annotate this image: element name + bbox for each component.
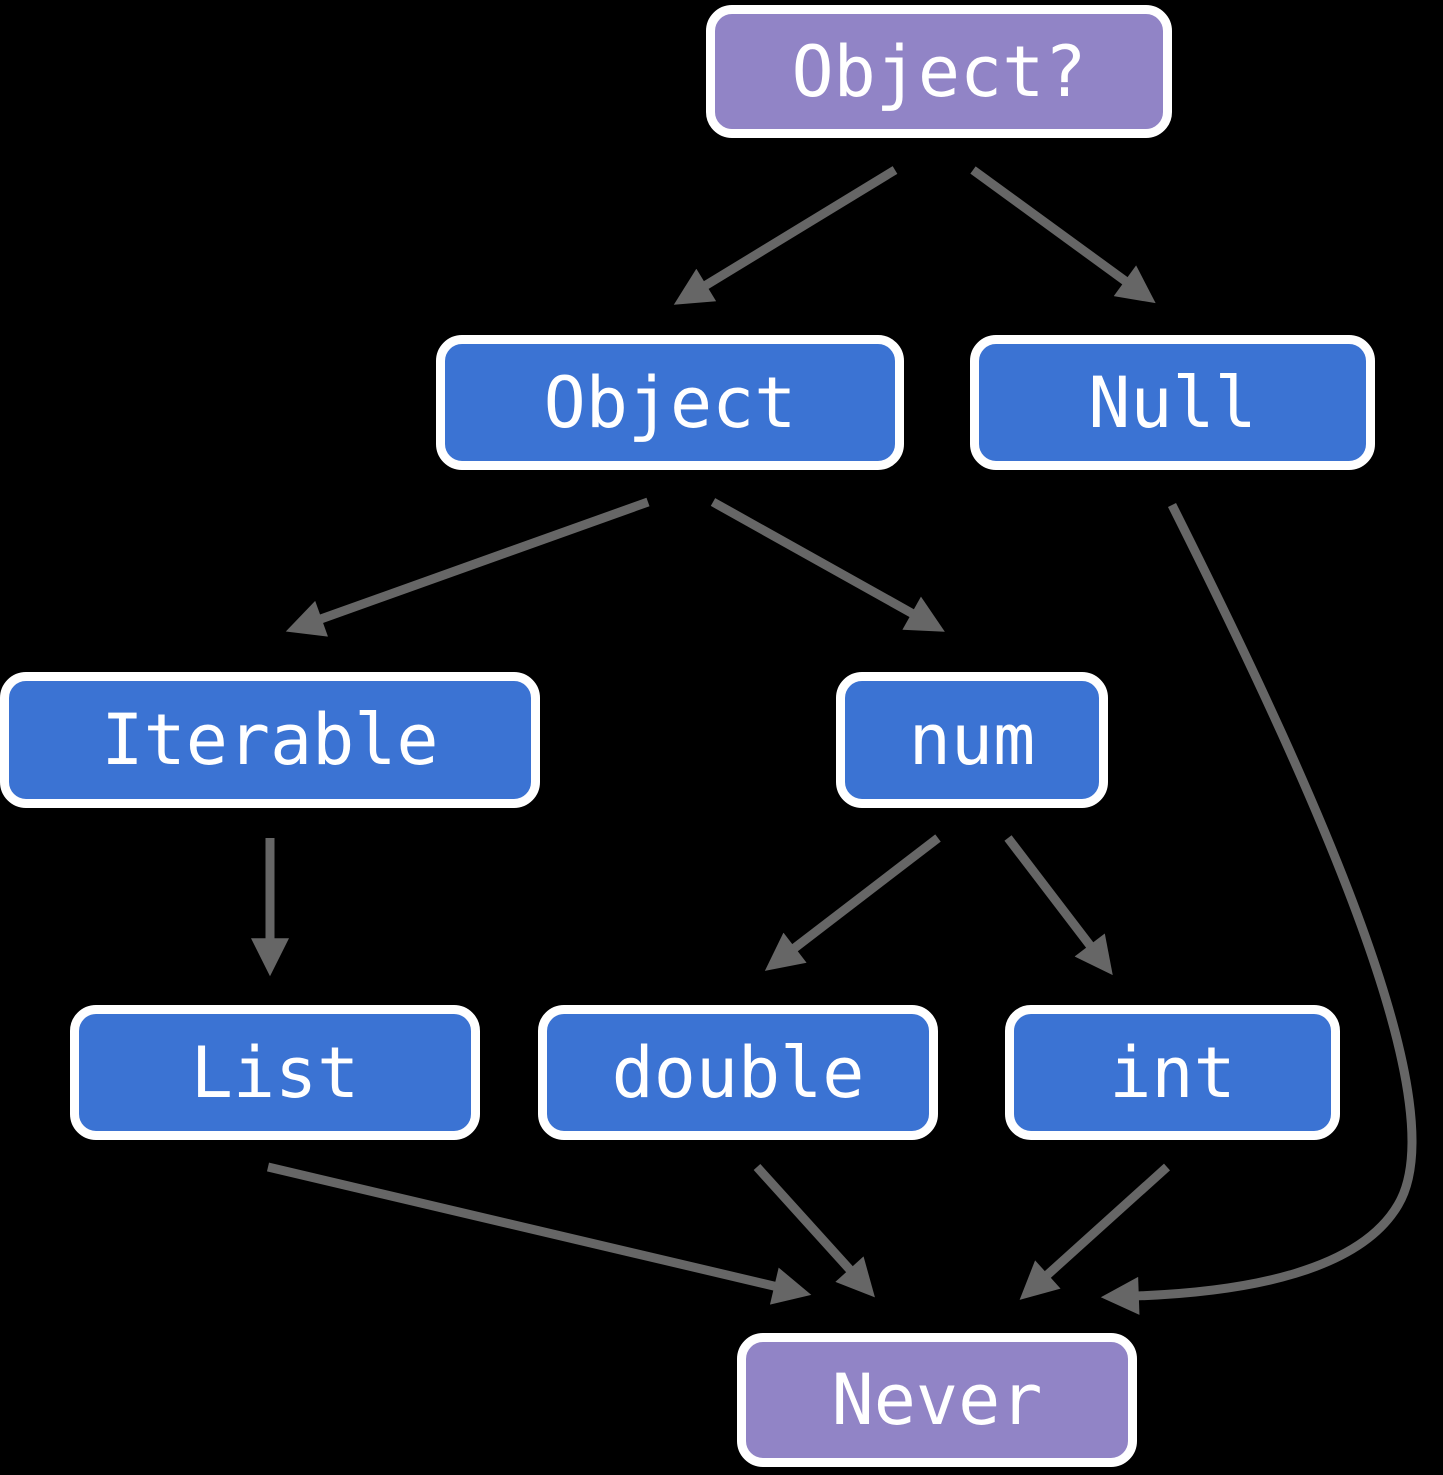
node-object: Object bbox=[436, 335, 904, 470]
node-label: Object? bbox=[791, 30, 1087, 113]
edge-num-to-int bbox=[1004, 835, 1113, 976]
node-list: List bbox=[70, 1005, 480, 1140]
edge-object-to-iterable bbox=[285, 497, 650, 637]
node-iterable: Iterable bbox=[0, 672, 540, 808]
node-label: double bbox=[611, 1031, 865, 1114]
edge-list-to-never bbox=[266, 1162, 812, 1305]
node-label: Object bbox=[543, 361, 797, 444]
node-int: int bbox=[1005, 1005, 1340, 1140]
edge-objectq-to-null bbox=[970, 166, 1156, 304]
edge-object-to-num bbox=[710, 498, 945, 632]
edge-num-to-double bbox=[764, 834, 941, 971]
node-never: Never bbox=[737, 1333, 1137, 1467]
node-label: Iterable bbox=[101, 699, 439, 781]
node-label: Never bbox=[831, 1359, 1043, 1441]
node-label: Null bbox=[1088, 361, 1257, 444]
edge-int-to-never bbox=[1019, 1163, 1171, 1300]
node-null: Null bbox=[970, 335, 1375, 470]
node-label: List bbox=[190, 1031, 360, 1114]
edge-double-to-never bbox=[753, 1163, 875, 1298]
edge-null-to-never bbox=[1100, 502, 1417, 1315]
node-object-nullable: Object? bbox=[706, 5, 1172, 138]
node-num: num bbox=[836, 672, 1108, 808]
node-label: num bbox=[908, 699, 1036, 781]
node-double: double bbox=[538, 1005, 938, 1140]
edge-objectq-to-object bbox=[673, 166, 898, 305]
node-label: int bbox=[1109, 1031, 1236, 1114]
